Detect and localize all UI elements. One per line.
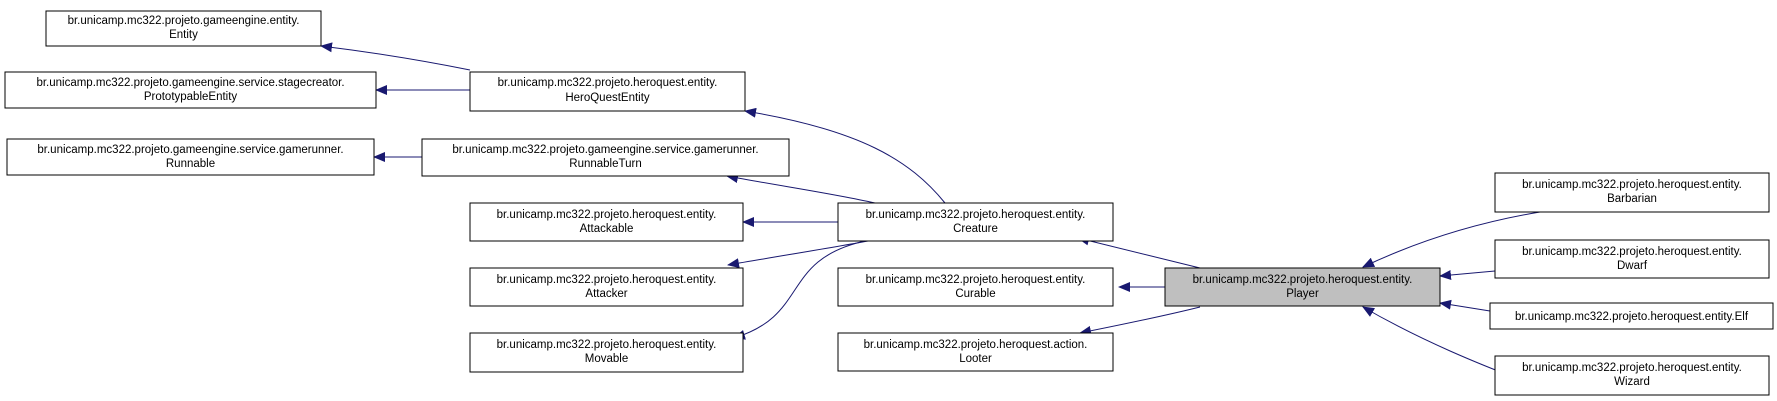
class-node-entity[interactable]: br.unicamp.mc322.projeto.gameengine.enti… xyxy=(45,10,322,47)
edge-creature-to-attacker xyxy=(727,240,869,269)
class-node-label: Entity xyxy=(169,29,198,41)
edge-barbarian-to-player xyxy=(1362,211,1541,268)
class-node-curable[interactable]: br.unicamp.mc322.projeto.heroquest.entit… xyxy=(837,267,1114,307)
class-node-label: br.unicamp.mc322.projeto.gameengine.serv… xyxy=(452,144,758,156)
edge-elf-to-player xyxy=(1439,299,1491,312)
class-node-heroquest-entity[interactable]: br.unicamp.mc322.projeto.heroquest.entit… xyxy=(469,71,746,112)
class-node-label: Barbarian xyxy=(1607,193,1657,205)
class-node-label: br.unicamp.mc322.projeto.heroquest.entit… xyxy=(1522,179,1742,191)
class-node-label: Wizard xyxy=(1614,376,1650,388)
class-node-movable[interactable]: br.unicamp.mc322.projeto.heroquest.entit… xyxy=(469,332,744,373)
class-node-label: Runnable xyxy=(166,158,215,170)
class-node-barbarian[interactable]: br.unicamp.mc322.projeto.heroquest.entit… xyxy=(1494,172,1770,213)
class-node-player[interactable]: br.unicamp.mc322.projeto.heroquest.entit… xyxy=(1164,267,1441,307)
class-node-wizard[interactable]: br.unicamp.mc322.projeto.heroquest.entit… xyxy=(1494,355,1770,396)
class-node-label: br.unicamp.mc322.projeto.heroquest.entit… xyxy=(1522,362,1742,374)
class-node-label: br.unicamp.mc322.projeto.heroquest.entit… xyxy=(497,274,717,286)
class-node-label: Dwarf xyxy=(1617,260,1648,272)
class-node-label: Attacker xyxy=(585,288,627,300)
class-node-label: br.unicamp.mc322.projeto.heroquest.actio… xyxy=(864,339,1088,351)
class-node-label: RunnableTurn xyxy=(569,158,641,170)
class-node-label: Looter xyxy=(959,353,992,365)
class-node-label: Movable xyxy=(585,353,628,365)
class-node-looter[interactable]: br.unicamp.mc322.projeto.heroquest.actio… xyxy=(837,332,1114,372)
class-node-label: br.unicamp.mc322.projeto.heroquest.entit… xyxy=(497,339,717,351)
edge-dwarf-to-player xyxy=(1439,270,1496,280)
class-node-label: PrototypableEntity xyxy=(144,91,238,103)
class-node-elf[interactable]: br.unicamp.mc322.projeto.heroquest.entit… xyxy=(1489,302,1774,330)
edge-creature-to-movable xyxy=(733,240,866,340)
class-node-attacker[interactable]: br.unicamp.mc322.projeto.heroquest.entit… xyxy=(469,267,744,307)
class-node-label: Creature xyxy=(953,223,998,235)
class-node-label: br.unicamp.mc322.projeto.heroquest.entit… xyxy=(1515,311,1749,323)
class-node-creature[interactable]: br.unicamp.mc322.projeto.heroquest.entit… xyxy=(837,202,1114,242)
edge-creature-to-runnableturn xyxy=(726,173,876,204)
edge-player-to-looter xyxy=(1079,306,1201,336)
class-node-dwarf[interactable]: br.unicamp.mc322.projeto.heroquest.entit… xyxy=(1494,239,1770,279)
edge-creature-to-heroquestentity xyxy=(744,107,946,204)
class-node-label: br.unicamp.mc322.projeto.heroquest.entit… xyxy=(866,274,1086,286)
class-node-label: br.unicamp.mc322.projeto.gameengine.enti… xyxy=(68,15,300,27)
class-node-label: Attackable xyxy=(580,223,634,235)
class-node-label: br.unicamp.mc322.projeto.heroquest.entit… xyxy=(497,209,717,221)
class-node-label: br.unicamp.mc322.projeto.heroquest.entit… xyxy=(1193,274,1413,286)
class-node-label: Curable xyxy=(955,288,995,300)
class-node-label: br.unicamp.mc322.projeto.gameengine.serv… xyxy=(36,77,344,89)
class-node-runnable[interactable]: br.unicamp.mc322.projeto.gameengine.serv… xyxy=(6,138,375,176)
nodes-layer: br.unicamp.mc322.projeto.gameengine.enti… xyxy=(4,10,1774,396)
edges-layer xyxy=(320,42,1541,388)
edge-heroquestentity-to-entity xyxy=(320,42,471,71)
class-node-label: Player xyxy=(1286,288,1319,300)
class-node-attackable[interactable]: br.unicamp.mc322.projeto.heroquest.entit… xyxy=(469,202,744,242)
class-node-label: br.unicamp.mc322.projeto.heroquest.entit… xyxy=(1522,246,1742,258)
class-node-label: br.unicamp.mc322.projeto.heroquest.entit… xyxy=(498,77,718,89)
class-node-prototypable-entity[interactable]: br.unicamp.mc322.projeto.gameengine.serv… xyxy=(4,71,377,109)
class-node-label: br.unicamp.mc322.projeto.gameengine.serv… xyxy=(37,144,343,156)
class-node-label: br.unicamp.mc322.projeto.heroquest.entit… xyxy=(866,209,1086,221)
edge-player-to-creature xyxy=(1077,235,1201,269)
class-node-runnable-turn[interactable]: br.unicamp.mc322.projeto.gameengine.serv… xyxy=(421,138,790,177)
class-node-label: HeroQuestEntity xyxy=(565,92,650,104)
